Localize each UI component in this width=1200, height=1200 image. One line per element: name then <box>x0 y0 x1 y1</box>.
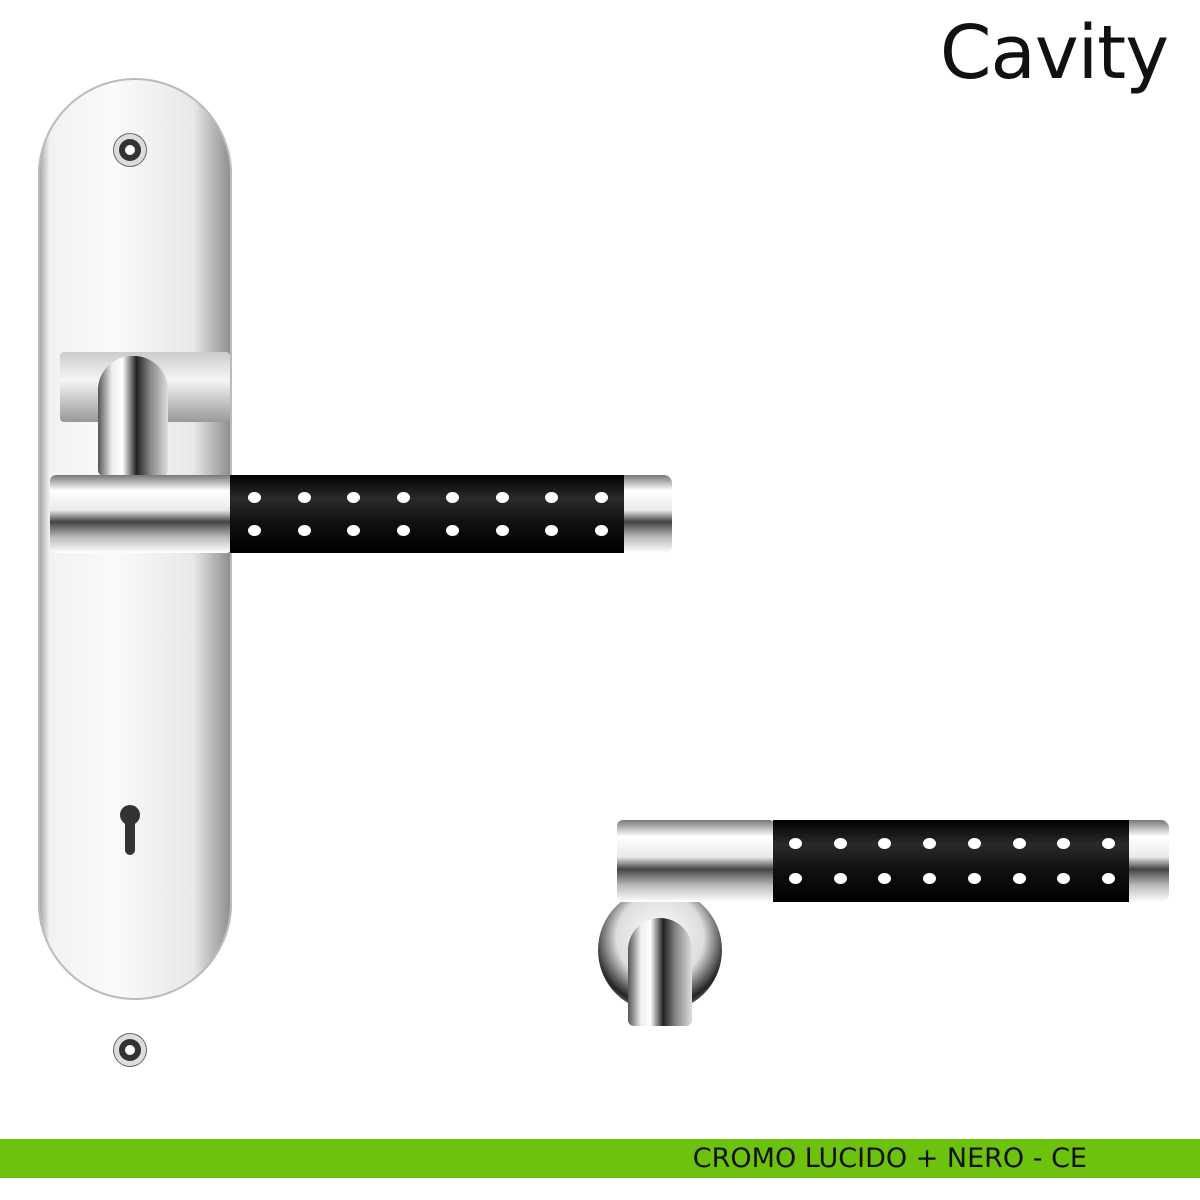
lever-chrome-base <box>50 475 232 553</box>
perforation-hole <box>594 492 608 503</box>
perforation-hole <box>788 838 802 849</box>
perforation-hole <box>297 525 311 536</box>
perforation-hole <box>545 525 559 536</box>
perforation-row <box>773 838 1131 849</box>
perforation-hole <box>347 525 361 536</box>
perforation-hole <box>1057 873 1071 884</box>
perforation-hole <box>878 873 892 884</box>
perforation-hole <box>347 492 361 503</box>
perforation-hole <box>446 525 460 536</box>
perforation-hole <box>248 525 262 536</box>
perforation-hole <box>878 838 892 849</box>
perforation-hole <box>1102 873 1116 884</box>
perforation-hole <box>594 525 608 536</box>
perforation-hole <box>396 492 410 503</box>
perforation-hole <box>1012 873 1026 884</box>
perforation-row <box>230 492 626 503</box>
perforation-hole <box>967 873 981 884</box>
perforation-row <box>773 873 1131 884</box>
screw-hole-top <box>119 139 141 161</box>
perforation-hole <box>967 838 981 849</box>
keyhole <box>120 805 140 855</box>
perforation-hole <box>1102 838 1116 849</box>
perforation-hole <box>833 838 847 849</box>
rose-neck-post <box>628 918 692 1026</box>
lever-grip-perforated <box>230 475 626 553</box>
finish-label: CROMO LUCIDO + NERO - CE <box>692 1143 1087 1174</box>
perforation-hole <box>788 873 802 884</box>
rose-lever-grip-perforated <box>773 820 1131 902</box>
perforation-hole <box>248 492 262 503</box>
rose-lever-end-cap <box>1129 820 1169 902</box>
lever-end-cap <box>624 475 672 553</box>
neck-post <box>98 356 168 476</box>
perforation-hole <box>545 492 559 503</box>
finish-band <box>0 1139 1200 1178</box>
product-title: Cavity <box>939 10 1169 96</box>
screw-hole-bottom <box>119 1039 141 1061</box>
perforation-hole <box>495 492 509 503</box>
perforation-hole <box>495 525 509 536</box>
perforation-hole <box>396 525 410 536</box>
perforation-hole <box>923 873 937 884</box>
perforation-row <box>230 525 626 536</box>
perforation-hole <box>446 492 460 503</box>
perforation-hole <box>1012 838 1026 849</box>
perforation-hole <box>923 838 937 849</box>
perforation-hole <box>833 873 847 884</box>
perforation-hole <box>297 492 311 503</box>
rose-lever-chrome-base <box>617 820 775 902</box>
perforation-hole <box>1057 838 1071 849</box>
